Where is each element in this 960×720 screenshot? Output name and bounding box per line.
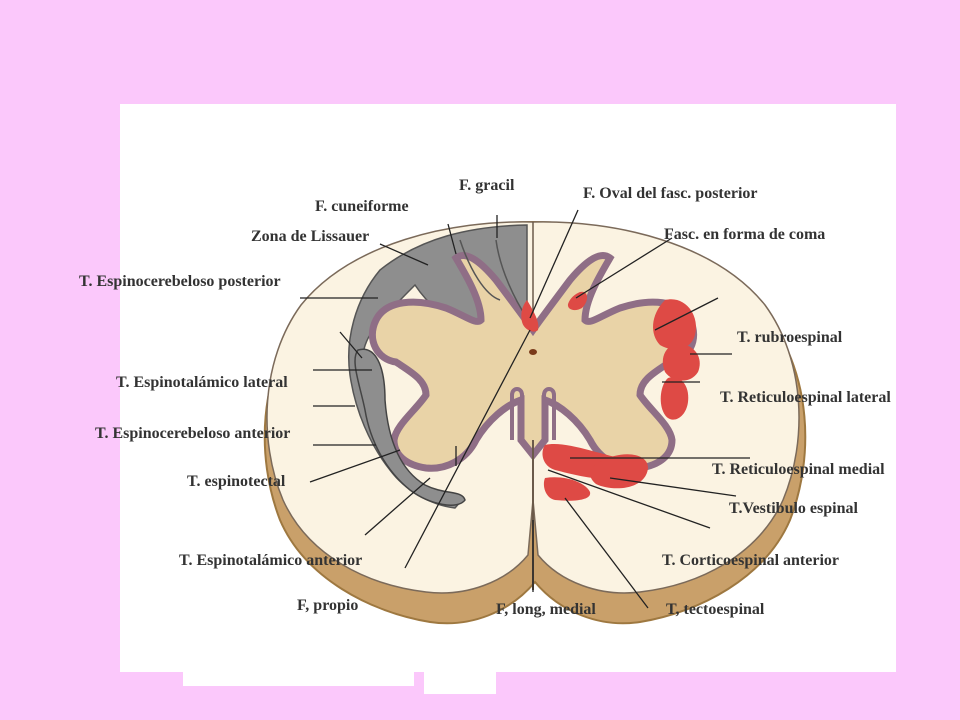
oval-fasciculus-tract bbox=[521, 300, 539, 332]
label-gracil: F. gracil bbox=[459, 177, 515, 194]
label-rubroespinal: T. rubroespinal bbox=[737, 329, 843, 346]
label-tectoespinal: T, tectoespinal bbox=[666, 601, 765, 618]
white-patch bbox=[880, 350, 896, 430]
white-patch bbox=[424, 672, 496, 694]
label-oval: F. Oval del fasc. posterior bbox=[583, 185, 758, 202]
label-espinotectal: T. espinotectal bbox=[187, 473, 286, 490]
rubrospinal-tract bbox=[653, 299, 696, 350]
leader-lines bbox=[300, 209, 750, 609]
ventral-commissure bbox=[510, 387, 524, 440]
label-espinocerebeloso-anterior: T. Espinocerebeloso anterior bbox=[95, 425, 291, 442]
rubrospinal-tract-lower bbox=[662, 344, 700, 381]
comma-tract bbox=[567, 291, 588, 311]
spinocerebellar-anterior-band bbox=[354, 348, 466, 506]
label-espinocerebeloso-posterior: T. Espinocerebeloso posterior bbox=[79, 273, 281, 290]
label-propio: F, propio bbox=[297, 597, 359, 614]
label-reticuloespinal-lateral: T. Reticuloespinal lateral bbox=[720, 389, 891, 406]
label-vestibulo-espinal: T.Vestibulo espinal bbox=[729, 500, 858, 517]
white-patch bbox=[183, 672, 414, 686]
label-cuneiforme: F. cuneiforme bbox=[315, 198, 409, 215]
label-espinotalamico-anterior: T. Espinotalámico anterior bbox=[179, 552, 363, 569]
ventral-commissure bbox=[542, 387, 556, 440]
reticulospinal-lateral-tract bbox=[660, 377, 689, 420]
cuneate-fasciculus bbox=[459, 239, 501, 301]
label-reticuloespinal-medial: T. Reticuloespinal medial bbox=[712, 461, 885, 478]
vestibulospinal-tract bbox=[590, 454, 648, 489]
label-long-medial: F, long, medial bbox=[496, 601, 596, 618]
label-coma: Fasc. en forma de coma bbox=[664, 226, 826, 243]
central-canal bbox=[529, 349, 537, 355]
label-espinotalamico-lateral: T. Espinotalámico lateral bbox=[116, 374, 288, 391]
label-lissauer: Zona de Lissauer bbox=[251, 228, 370, 245]
corticospinal-anterior-tract bbox=[543, 477, 591, 501]
label-corticoespinal-anterior: T. Corticoespinal anterior bbox=[662, 552, 840, 569]
